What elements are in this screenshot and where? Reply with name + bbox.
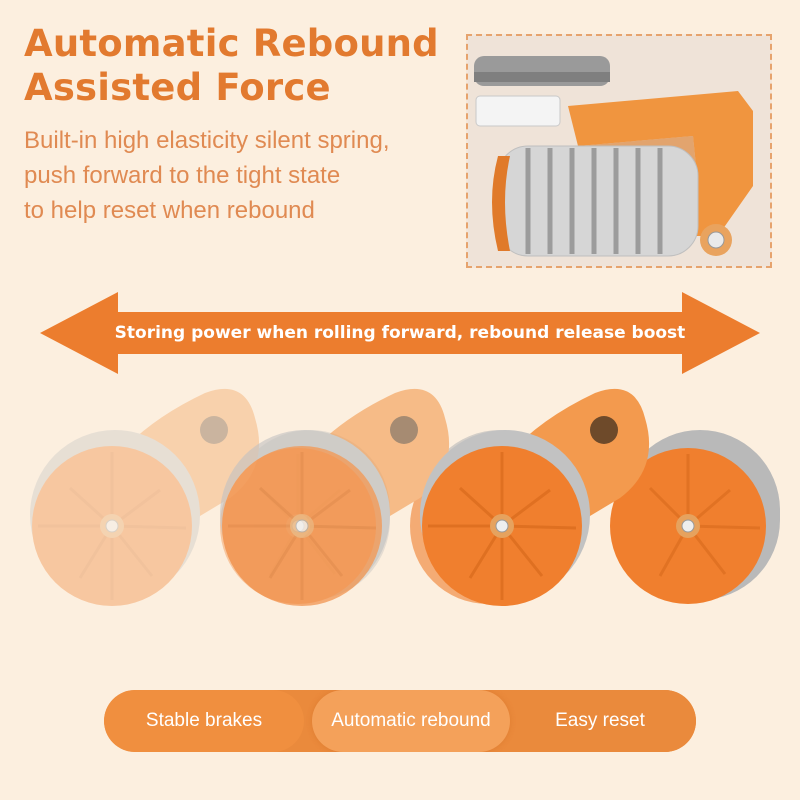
wheel-roller-sequence: [20, 378, 790, 618]
ab-roller-illustration: [28, 387, 782, 608]
feature-stable-brakes: Stable brakes: [104, 690, 304, 752]
description-line-3: to help reset when rebound: [24, 197, 315, 224]
heading-line-1: Automatic Rebound: [24, 22, 439, 65]
description-line-2: push forward to the tight state: [24, 162, 341, 189]
spring-closeup-photo: [466, 34, 772, 268]
description-line-1: Built-in high elasticity silent spring,: [24, 127, 390, 154]
feature-pill: Easy reset Stable brakes Automatic rebou…: [104, 690, 696, 752]
double-arrow-icon: [40, 292, 760, 374]
spring-mechanism-illustration: [468, 36, 770, 266]
feature-automatic-rebound: Automatic rebound: [312, 690, 510, 752]
banner-text: Storing power when rolling forward, rebo…: [114, 323, 686, 343]
feature-easy-reset: Easy reset: [504, 690, 696, 752]
roller-stage-3: [418, 387, 782, 608]
double-arrow-banner: Storing power when rolling forward, rebo…: [40, 292, 760, 374]
heading: Automatic Rebound Assisted Force: [24, 22, 444, 110]
description: Built-in high elasticity silent spring, …: [24, 123, 464, 228]
heading-line-2: Assisted Force: [24, 66, 331, 109]
